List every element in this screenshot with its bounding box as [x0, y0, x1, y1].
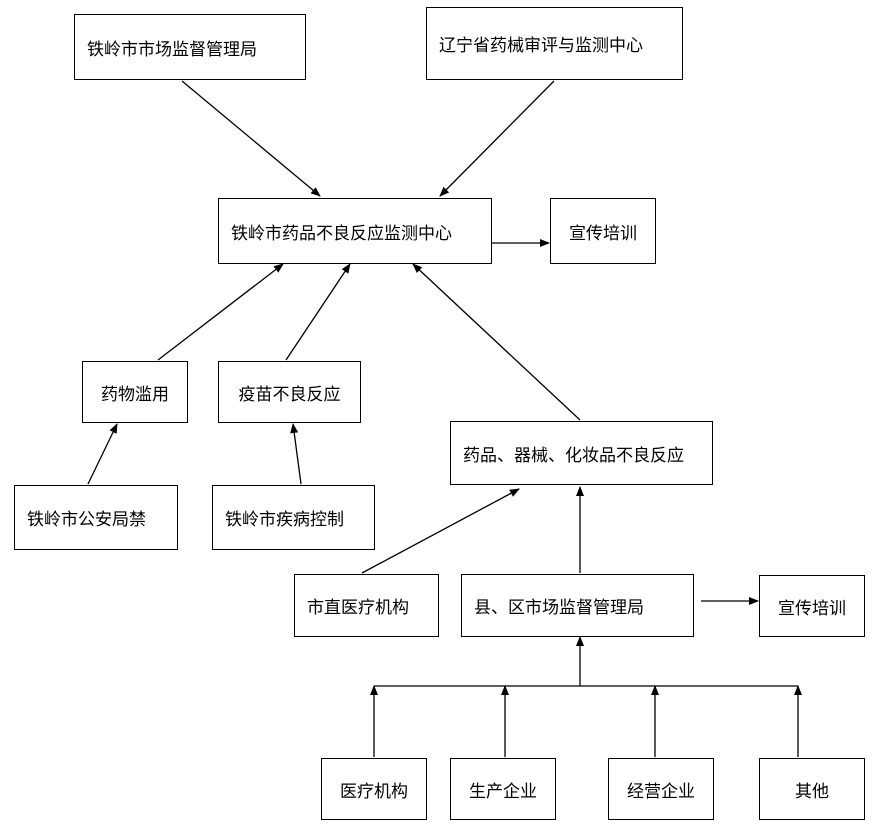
arrow-cdc-to-vaccine	[290, 423, 302, 485]
node-municipal-medical: 市直医疗机构	[294, 574, 439, 637]
arrow-city-to-center	[181, 80, 321, 197]
node-monitoring-center: 铁岭市药品不良反应监测中心	[218, 198, 492, 264]
node-training-bottom: 宣传培训	[759, 575, 865, 637]
node-provincial-center: 辽宁省药械审评与监测中心	[426, 7, 683, 80]
arrow-vaccine-to-center	[285, 263, 351, 361]
node-city-market-supervision: 铁岭市市场监督管理局	[74, 14, 306, 80]
node-training-top: 宣传培训	[550, 198, 656, 264]
node-other: 其他	[759, 758, 865, 820]
arrow-abuse-to-center	[157, 263, 284, 361]
node-medical-institution: 医疗机构	[321, 758, 427, 820]
node-public-security: 铁岭市公安局禁	[14, 485, 178, 550]
node-drug-abuse: 药物滥用	[82, 361, 188, 423]
node-vaccine-reaction: 疫苗不良反应	[218, 361, 361, 423]
node-manufacturer: 生产企业	[450, 758, 556, 820]
node-county-market-supervision: 县、区市场监督管理局	[461, 574, 694, 637]
arrow-hospital-to-ddc	[361, 488, 520, 574]
node-disease-control: 铁岭市疾病控制	[212, 485, 375, 550]
arrow-police-to-abuse	[87, 423, 118, 485]
arrow-province-to-center	[439, 80, 555, 197]
arrow-ddc-to-center	[412, 263, 581, 421]
node-business-enterprise: 经营企业	[608, 758, 714, 820]
node-drug-device-cosmetic: 药品、器械、化妆品不良反应	[450, 421, 713, 485]
